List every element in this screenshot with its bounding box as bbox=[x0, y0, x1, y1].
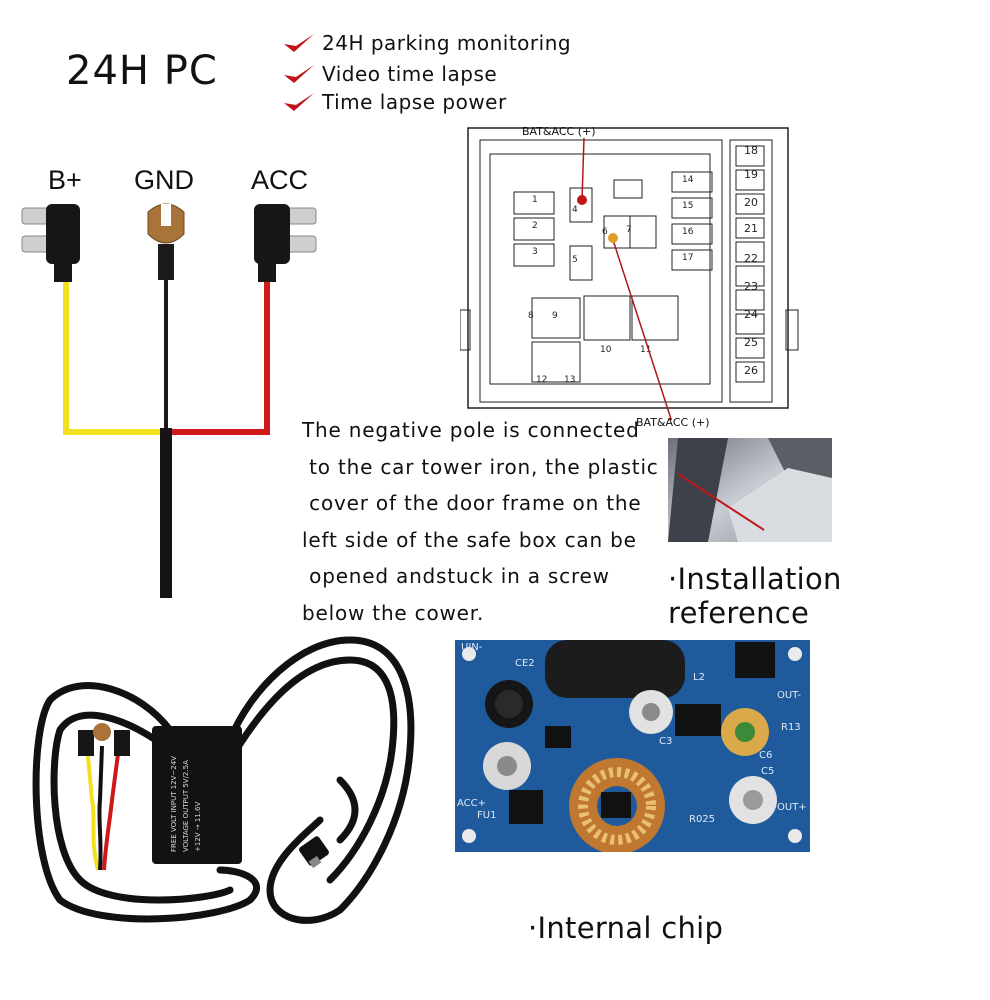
board-label: OUT+ bbox=[777, 802, 807, 813]
description-line: below the cower. bbox=[302, 600, 485, 625]
wire-label-gnd: GND bbox=[134, 165, 194, 195]
svg-text:10: 10 bbox=[600, 345, 612, 355]
feature-label: 24H parking monitoring bbox=[322, 31, 572, 55]
svg-text:12: 12 bbox=[536, 375, 547, 385]
svg-text:2: 2 bbox=[532, 221, 538, 231]
b-plus-fuse-tap-icon bbox=[21, 204, 80, 282]
board-label: C3 bbox=[659, 736, 672, 747]
installation-description: The negative pole is connected to the ca… bbox=[302, 412, 659, 631]
fuse-label-bottom: BAT&ACC (+) bbox=[636, 416, 710, 429]
internal-chip-caption: ·Internal chip bbox=[528, 911, 724, 945]
svg-text:14: 14 bbox=[682, 175, 694, 185]
svg-text:7: 7 bbox=[626, 225, 632, 235]
feature-item: Video time lapse bbox=[282, 61, 497, 87]
gnd-ring-terminal-icon bbox=[147, 203, 185, 280]
svg-text:5: 5 bbox=[572, 255, 578, 265]
hardwire-kit-image: FREE VOLT INPUT 12V~24V VOLTAGE OUTPUT 5… bbox=[32, 636, 415, 924]
svg-text:11: 11 bbox=[640, 345, 651, 355]
description-line: to the car tower iron, the plastic bbox=[302, 454, 659, 479]
svg-text:24: 24 bbox=[744, 308, 758, 321]
checkmark-icon bbox=[284, 93, 314, 111]
board-label: R025 bbox=[689, 814, 715, 825]
product-title: 24H PC bbox=[66, 48, 218, 94]
acc-fuse-tap-icon bbox=[254, 204, 317, 282]
svg-text:6: 6 bbox=[602, 227, 608, 237]
converter-module bbox=[152, 726, 242, 864]
svg-text:16: 16 bbox=[682, 227, 694, 237]
bat-acc-marker-top bbox=[577, 195, 587, 205]
svg-text:20: 20 bbox=[744, 196, 758, 209]
svg-text:1: 1 bbox=[532, 195, 538, 205]
board-label: FU1 bbox=[477, 810, 496, 821]
svg-text:22: 22 bbox=[744, 252, 758, 265]
car-door-photo bbox=[668, 438, 832, 542]
wire-label-acc: ACC bbox=[251, 165, 309, 195]
board-label: CE2 bbox=[515, 658, 535, 669]
board-label: L2 bbox=[693, 672, 705, 683]
installation-reference-caption: ·Installation reference bbox=[668, 562, 842, 630]
wire-label-b-plus: B+ bbox=[48, 165, 82, 195]
svg-text:13: 13 bbox=[564, 375, 575, 385]
svg-text:21: 21 bbox=[744, 222, 758, 235]
svg-text:26: 26 bbox=[744, 364, 758, 377]
internal-chip-board: UIN- CE2 L2 OUT- OUT+ ACC+ FU1 C3 C5 C6 … bbox=[455, 640, 810, 852]
svg-text:18: 18 bbox=[744, 144, 758, 157]
feature-item: Time lapse power bbox=[282, 89, 507, 115]
description-line: opened andstuck in a screw bbox=[302, 564, 610, 588]
module-text-line: +12V → 11.6V bbox=[194, 802, 202, 852]
board-label: C6 bbox=[759, 750, 772, 761]
feature-item: 24H parking monitoring bbox=[282, 30, 571, 56]
board-label: OUT- bbox=[777, 690, 801, 701]
board-label: C5 bbox=[761, 766, 774, 777]
board-label: UIN- bbox=[461, 642, 483, 653]
svg-text:15: 15 bbox=[682, 201, 693, 211]
svg-text:4: 4 bbox=[572, 205, 578, 215]
bat-acc-marker-bottom bbox=[608, 233, 618, 243]
board-label: R13 bbox=[781, 722, 801, 733]
board-label: ACC+ bbox=[457, 798, 486, 809]
svg-text:23: 23 bbox=[744, 280, 758, 293]
feature-label: Time lapse power bbox=[322, 90, 507, 114]
feature-label: Video time lapse bbox=[322, 62, 498, 86]
module-text-line: VOLTAGE OUTPUT 5V/2.5A bbox=[182, 760, 190, 852]
svg-text:3: 3 bbox=[532, 247, 538, 257]
svg-text:25: 25 bbox=[744, 336, 758, 349]
svg-text:17: 17 bbox=[682, 253, 693, 263]
svg-text:8: 8 bbox=[528, 311, 534, 321]
wire-harness-diagram bbox=[21, 203, 317, 598]
svg-text:9: 9 bbox=[552, 311, 558, 321]
checkmark-icon bbox=[284, 65, 314, 83]
module-text-line: FREE VOLT INPUT 12V~24V bbox=[170, 756, 178, 852]
description-line: The negative pole is connected bbox=[302, 418, 640, 442]
description-line: cover of the door frame on the bbox=[302, 491, 642, 515]
fuse-label-top: BAT&ACC (+) bbox=[522, 125, 596, 138]
description-line: left side of the safe box can be bbox=[302, 527, 637, 552]
checkmark-icon bbox=[284, 34, 314, 52]
svg-text:19: 19 bbox=[744, 168, 758, 181]
